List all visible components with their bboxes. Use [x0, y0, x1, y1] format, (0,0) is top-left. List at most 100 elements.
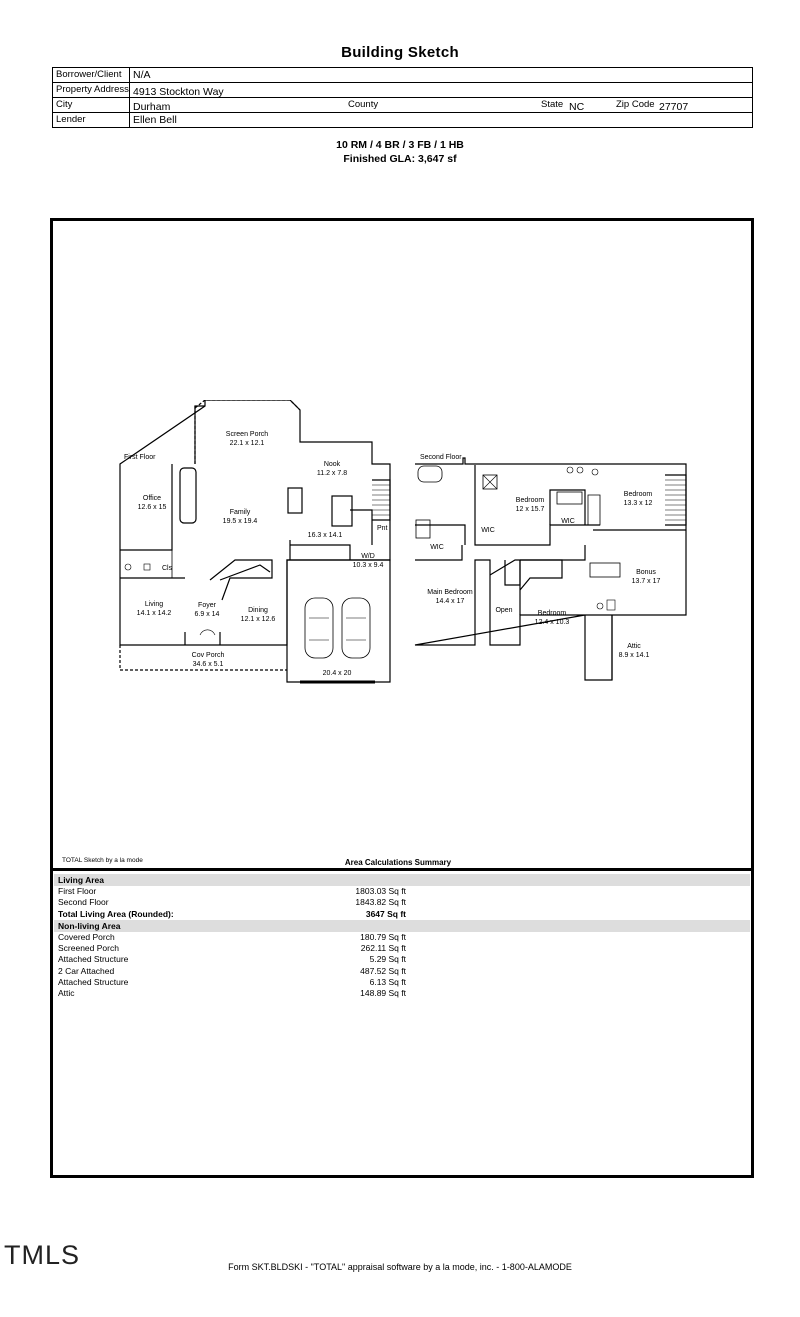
property-info-table: Borrower/Client N/A Property Address 491…	[52, 67, 753, 128]
zip-value: 27707	[659, 101, 689, 113]
calc-row-value: 5.29 Sq ft	[369, 954, 406, 965]
room-bonus: Bonus	[636, 569, 656, 576]
calc-total-value: 3647 Sq ft	[365, 908, 406, 919]
info-row-city: City Durham County State NC Zip Code 277…	[53, 98, 752, 113]
room-foyer: Foyer	[198, 602, 217, 609]
room-dining-dim: 12.1 x 12.6	[241, 616, 276, 623]
second-floor-outline	[414, 457, 687, 681]
calc-row: Attached Structure 6.13 Sq ft	[54, 977, 750, 988]
room-main-bedroom-dim: 14.4 x 17	[436, 598, 465, 605]
calc-title: Area Calculations Summary	[344, 858, 452, 867]
room-office-dim: 12.6 x 15	[138, 504, 167, 511]
calc-row: Attic 148.89 Sq ft	[54, 988, 750, 999]
room-attic-dim: 8.9 x 14.1	[619, 652, 650, 659]
calc-row-value: 487.52 Sq ft	[360, 965, 406, 976]
calc-row: First Floor 1803.03 Sq ft	[54, 886, 750, 897]
room-cls: Cls	[162, 565, 173, 572]
city-value: Durham	[133, 101, 171, 113]
address-value: 4913 Stockton Way	[133, 86, 224, 98]
calc-row: Covered Porch 180.79 Sq ft	[54, 932, 750, 943]
room-bedroom-b-dim: 13.3 x 12	[624, 500, 653, 507]
room-bonus-dim: 13.7 x 17	[632, 578, 661, 585]
calc-row-value: 1803.03 Sq ft	[355, 886, 406, 896]
room-open: Open	[495, 607, 512, 614]
second-floor-label: Second Floor	[420, 454, 462, 461]
room-family: Family	[230, 509, 251, 516]
calc-row-label: First Floor	[58, 886, 97, 896]
room-wic-a: WIC	[481, 527, 495, 534]
room-screen-porch: Screen Porch	[226, 431, 269, 438]
address-label: Property Address	[56, 84, 129, 95]
calc-row-label: Screened Porch	[58, 943, 119, 954]
room-summary: 10 RM / 4 BR / 3 FB / 1 HB Finished GLA:…	[0, 138, 800, 166]
garage-outline	[286, 559, 391, 683]
room-bedroom-c: Bedroom	[538, 610, 567, 617]
room-dining: Dining	[248, 607, 268, 614]
finished-gla: Finished GLA: 3,647 sf	[343, 153, 457, 165]
info-row-borrower: Borrower/Client N/A	[53, 68, 752, 83]
room-cov-porch-dim: 34.6 x 5.1	[193, 661, 224, 668]
room-nook-dim: 11.2 x 7.8	[317, 470, 347, 477]
calc-row: Second Floor 1843.82 Sq ft	[54, 897, 750, 908]
room-pnt: Pnt	[377, 525, 388, 532]
page-title: Building Sketch	[341, 44, 459, 61]
room-wic-b: WIC	[561, 518, 575, 525]
calc-row-label: Attached Structure	[58, 954, 129, 965]
room-bedroom-a-dim: 12 x 15.7	[516, 506, 545, 513]
calc-total-row: Total Living Area (Rounded): 3647 Sq ft	[54, 909, 750, 920]
calc-row-label: 2 Car Attached	[58, 965, 115, 976]
state-label: State	[541, 99, 564, 110]
room-wd: W/D	[361, 553, 375, 560]
room-foyer-dim: 6.9 x 14	[195, 611, 220, 618]
floor-plan-sketch: First Floor Second Floor Screen Porch 22…	[119, 400, 687, 684]
living-area-header: Living Area	[54, 874, 750, 886]
calc-row-label: Covered Porch	[58, 931, 115, 942]
calc-row-value: 148.89 Sq ft	[360, 988, 406, 999]
zip-label: Zip Code	[616, 99, 655, 110]
room-cov-porch: Cov Porch	[192, 652, 225, 659]
county-label: County	[348, 99, 379, 110]
cov-porch-outline	[119, 645, 287, 671]
sketch-frame	[50, 218, 754, 1178]
borrower-value: N/A	[133, 69, 151, 81]
calc-row-value: 1843.82 Sq ft	[355, 897, 406, 908]
room-attic: Attic	[627, 643, 641, 650]
first-floor-label: First Floor	[124, 454, 156, 461]
room-family-dim: 19.5 x 19.4	[223, 518, 258, 525]
lender-value: Ellen Bell	[133, 114, 177, 126]
room-bedroom-a: Bedroom	[516, 497, 545, 504]
room-bedroom-c-dim: 12.4 x 10.3	[535, 619, 570, 626]
calc-row-label: Attic	[58, 988, 75, 999]
room-main-bedroom: Main Bedroom	[427, 589, 473, 596]
screen-porch-outline	[194, 400, 301, 411]
room-kitchen-dim: 16.3 x 14.1	[308, 532, 343, 539]
calc-total-label: Total Living Area (Rounded):	[58, 908, 174, 919]
room-living-dim: 14.1 x 14.2	[137, 610, 172, 617]
room-wd-dim: 10.3 x 9.4	[353, 562, 384, 569]
calc-row-label: Attached Structure	[58, 977, 129, 988]
tmls-logo: TMLS	[4, 1240, 81, 1270]
room-garage-dim: 20.4 x 20	[323, 670, 352, 677]
area-calculations: Living Area First Floor 1803.03 Sq ft Se…	[54, 874, 750, 1000]
lender-label: Lender	[56, 114, 86, 125]
info-row-lender: Lender Ellen Bell	[53, 113, 752, 128]
state-value: NC	[569, 101, 585, 113]
calc-row-value: 180.79 Sq ft	[360, 931, 406, 942]
room-wic-c: WIC	[430, 544, 444, 551]
room-count: 10 RM / 4 BR / 3 FB / 1 HB	[336, 139, 464, 151]
calc-row: Attached Structure 5.29 Sq ft	[54, 954, 750, 965]
sketch-divider	[52, 868, 752, 871]
info-row-address: Property Address 4913 Stockton Way	[53, 83, 752, 98]
calc-row: 2 Car Attached 487.52 Sq ft	[54, 966, 750, 977]
room-screen-porch-dim: 22.1 x 12.1	[230, 440, 265, 447]
city-label: City	[56, 99, 73, 110]
calc-row-value: 262.11 Sq ft	[360, 943, 406, 954]
nonliving-area-header: Non-living Area	[54, 919, 750, 932]
calc-row-value: 6.13 Sq ft	[369, 977, 406, 988]
room-living: Living	[145, 601, 163, 608]
room-nook: Nook	[324, 461, 341, 468]
form-footer: Form SKT.BLDSKI - "TOTAL" appraisal soft…	[228, 1262, 572, 1272]
calc-row: Screened Porch 262.11 Sq ft	[54, 943, 750, 954]
sketch-credit: TOTAL Sketch by a la mode	[62, 857, 143, 864]
room-office: Office	[143, 495, 161, 502]
